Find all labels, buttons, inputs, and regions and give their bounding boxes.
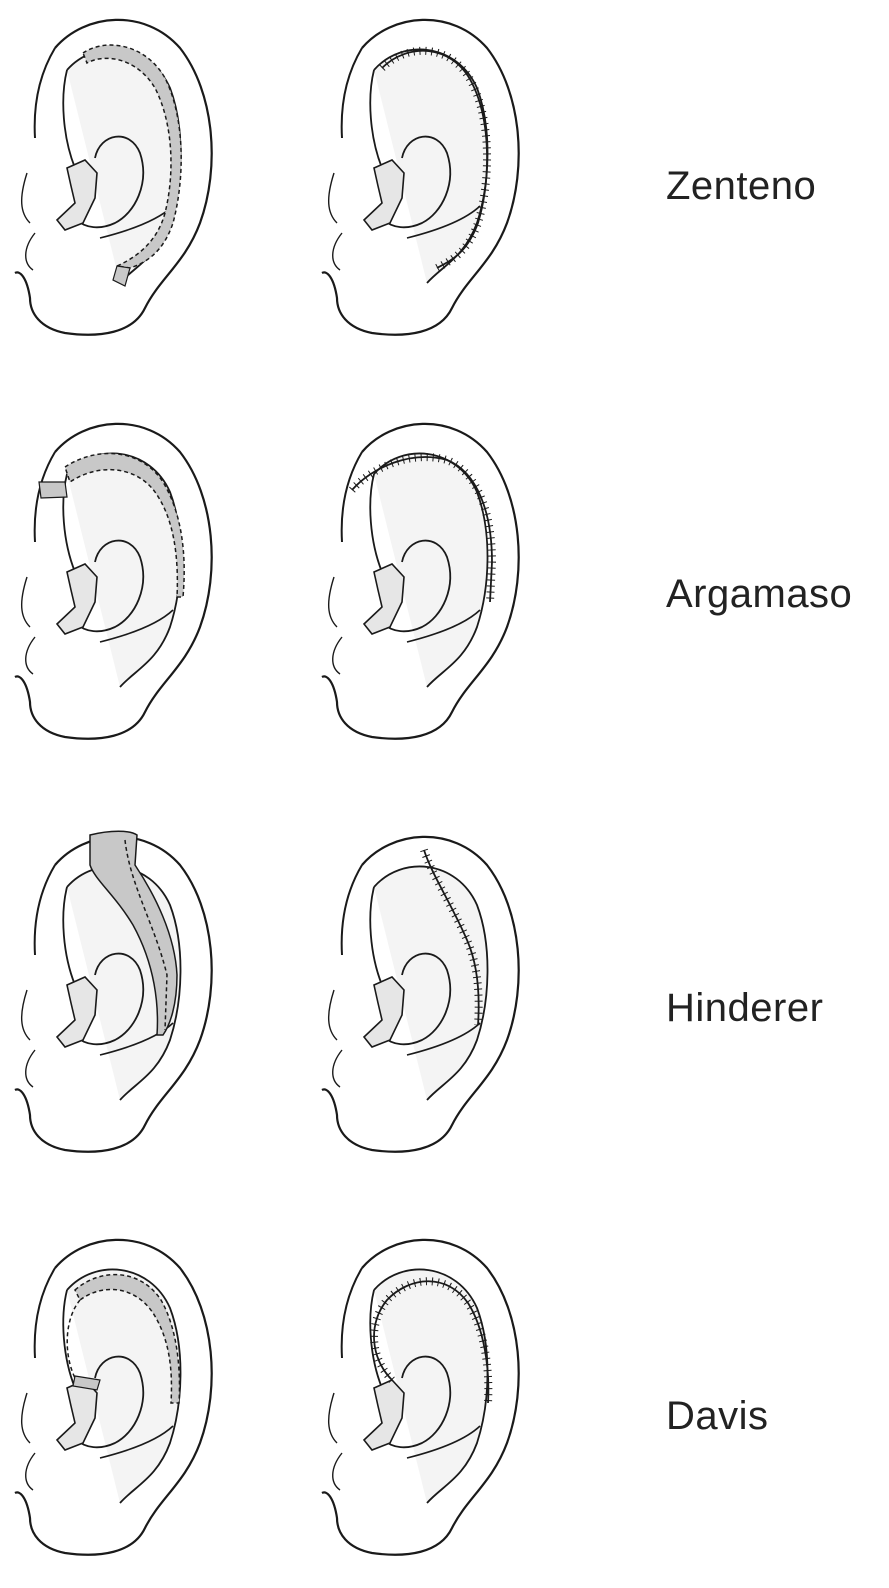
technique-label: Zenteno <box>666 166 816 206</box>
ear-diagram-before <box>5 825 235 1160</box>
row-zenteno: Zenteno <box>0 8 889 368</box>
row-argamaso: Argamaso <box>0 412 889 772</box>
ear-diagram-after <box>312 412 542 747</box>
row-hinderer: Hinderer <box>0 825 889 1185</box>
ear-diagram-before <box>5 412 235 747</box>
technique-label: Davis <box>666 1396 769 1436</box>
ear-diagram-after <box>312 1228 542 1563</box>
technique-label: Hinderer <box>666 988 823 1028</box>
technique-label: Argamaso <box>666 574 852 614</box>
ear-diagram-before <box>5 1228 235 1563</box>
ear-diagram-before <box>5 8 235 343</box>
ear-diagram-after <box>312 825 542 1160</box>
ear-diagram-after <box>312 8 542 343</box>
row-davis: Davis <box>0 1228 889 1588</box>
